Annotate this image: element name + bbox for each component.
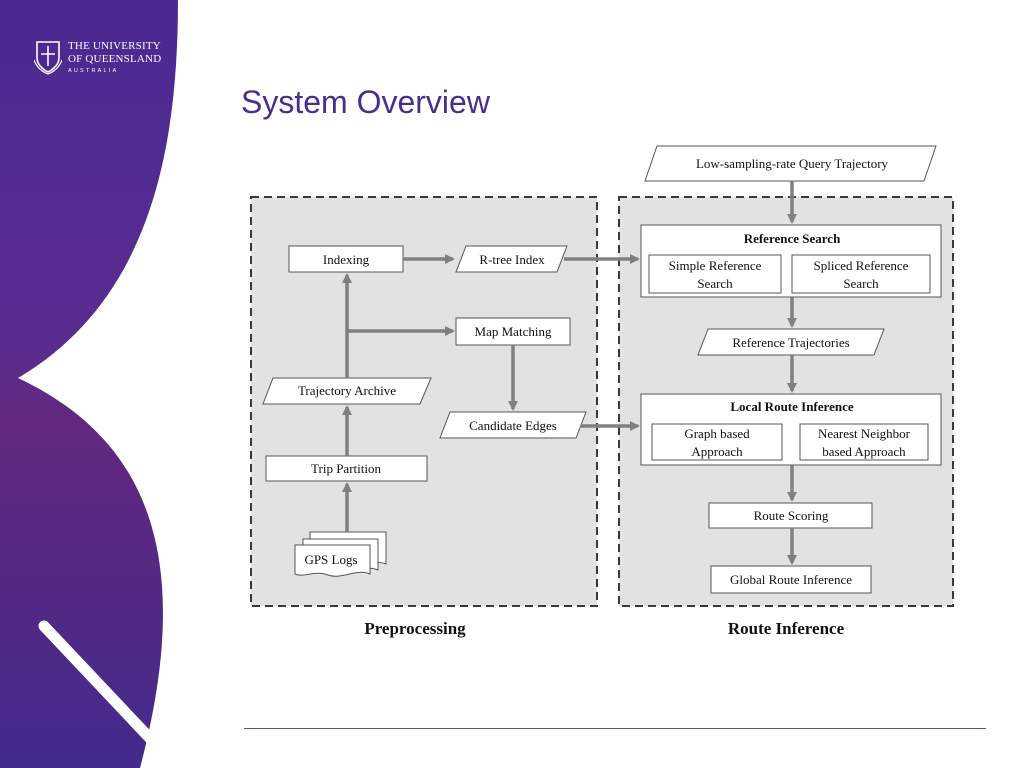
trajectory-archive-node bbox=[262, 377, 432, 405]
sidebar-background bbox=[0, 0, 184, 768]
logo-text-line2: OF QUEENSLAND bbox=[68, 53, 162, 65]
gps-logs-node bbox=[294, 531, 387, 577]
local-route-inference-title: Local Route Inference bbox=[730, 399, 853, 414]
route-scoring-node bbox=[708, 502, 873, 529]
graph-based-approach-line1: Graph based bbox=[684, 426, 750, 441]
map-matching-label: Map Matching bbox=[475, 324, 552, 339]
rtree-index-label: R-tree Index bbox=[479, 252, 545, 267]
trajectory-archive-label: Trajectory Archive bbox=[298, 383, 396, 398]
trip-partition-node bbox=[265, 455, 428, 482]
simple-reference-search-box bbox=[648, 254, 782, 294]
reference-trajectories-node bbox=[697, 328, 885, 356]
global-route-inference-node bbox=[710, 565, 872, 594]
global-route-inference-label: Global Route Inference bbox=[730, 572, 852, 587]
logo-text-line3: AUSTRALIA bbox=[68, 68, 119, 74]
indexing-label: Indexing bbox=[323, 252, 370, 267]
spliced-reference-search-line2: Search bbox=[843, 276, 879, 291]
reference-search-title: Reference Search bbox=[744, 231, 841, 246]
query-trajectory-node bbox=[644, 145, 937, 182]
system-overview-diagram: Low-sampling-rate Query Trajectory Index… bbox=[250, 145, 954, 638]
decorative-slash bbox=[38, 620, 184, 768]
reference-trajectories-label: Reference Trajectories bbox=[732, 335, 849, 350]
university-logo: THE UNIVERSITY OF QUEENSLAND AUSTRALIA bbox=[34, 40, 174, 80]
preprocessing-caption: Preprocessing bbox=[364, 619, 466, 638]
nearest-neighbor-approach-line2: based Approach bbox=[822, 444, 906, 459]
candidate-edges-label: Candidate Edges bbox=[469, 418, 557, 433]
trip-partition-label: Trip Partition bbox=[311, 461, 381, 476]
spliced-reference-search-line1: Spliced Reference bbox=[814, 258, 909, 273]
simple-reference-search-line1: Simple Reference bbox=[669, 258, 762, 273]
route-inference-caption: Route Inference bbox=[728, 619, 845, 638]
candidate-edges-node bbox=[439, 411, 587, 439]
page-title: System Overview bbox=[241, 84, 490, 120]
graph-based-approach-box bbox=[651, 423, 783, 461]
query-trajectory-label: Low-sampling-rate Query Trajectory bbox=[696, 156, 889, 171]
nearest-neighbor-approach-box bbox=[799, 423, 929, 461]
crest-icon bbox=[34, 41, 62, 75]
footer-divider bbox=[244, 728, 986, 729]
nearest-neighbor-approach-line1: Nearest Neighbor bbox=[818, 426, 911, 441]
logo-text-line1: THE UNIVERSITY bbox=[68, 40, 161, 52]
route-scoring-label: Route Scoring bbox=[754, 508, 829, 523]
indexing-node bbox=[288, 245, 404, 273]
map-matching-node bbox=[455, 317, 571, 346]
rtree-index-node bbox=[455, 245, 568, 273]
graph-based-approach-line2: Approach bbox=[691, 444, 743, 459]
spliced-reference-search-box bbox=[791, 254, 931, 294]
gps-logs-label: GPS Logs bbox=[304, 552, 357, 567]
simple-reference-search-line2: Search bbox=[697, 276, 733, 291]
